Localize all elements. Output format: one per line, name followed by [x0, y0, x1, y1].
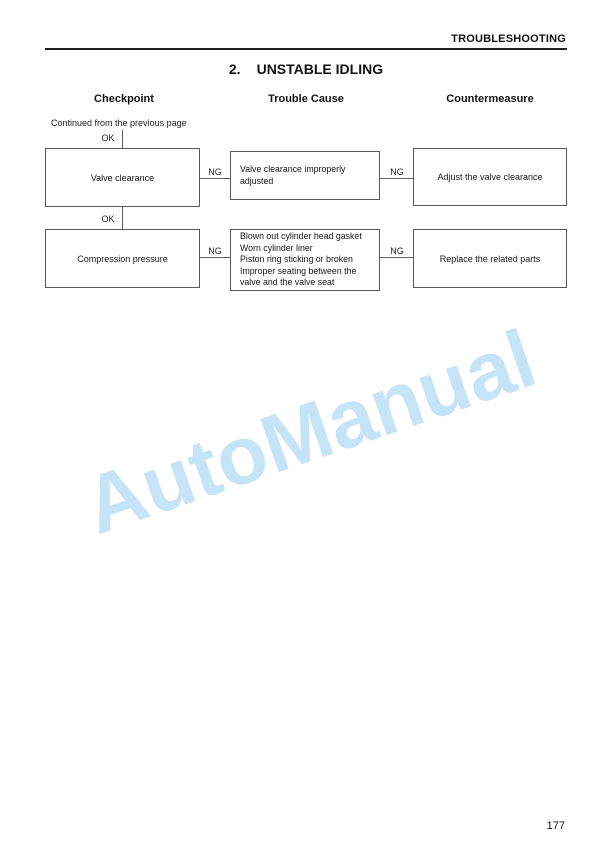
- ng-label-2: NG: [390, 167, 404, 177]
- countermeasure-box-replace-parts: Replace the related parts: [413, 229, 567, 288]
- column-header-trouble-cause: Trouble Cause: [268, 93, 344, 105]
- checkpoint-box-compression-pressure: Compression pressure: [45, 229, 200, 288]
- column-header-countermeasure: Countermeasure: [446, 93, 534, 105]
- continued-note: Continued from the previous page: [51, 118, 187, 128]
- section-title: 2. UNSTABLE IDLING: [0, 61, 612, 77]
- checkpoint-box-valve-clearance: Valve clearance: [45, 148, 200, 207]
- ng-label-3: NG: [208, 246, 222, 256]
- countermeasure-box-adjust-valve: Adjust the valve clearance: [413, 148, 567, 206]
- ok-label-1: OK: [101, 133, 115, 143]
- column-header-checkpoint: Checkpoint: [94, 93, 154, 105]
- ng-label-1: NG: [208, 167, 222, 177]
- connector-ok: [122, 207, 123, 229]
- connector-ng-2: [380, 178, 413, 179]
- connector-ng-4: [380, 257, 413, 258]
- section-title-text: UNSTABLE IDLING: [256, 61, 384, 77]
- trouble-cause-box-compression: Blown out cylinder head gasket Worn cyli…: [230, 229, 380, 291]
- ng-label-4: NG: [390, 246, 404, 256]
- watermark: AutoManual: [73, 313, 547, 552]
- page-header: TROUBLESHOOTING: [451, 33, 566, 45]
- connector-ng-1: [200, 178, 230, 179]
- header-rule: [45, 48, 567, 50]
- section-number: 2.: [228, 61, 241, 77]
- ok-label-2: OK: [101, 214, 115, 224]
- page-number: 177: [546, 820, 565, 832]
- connector-entry: [122, 130, 123, 149]
- trouble-cause-box-valve-clearance: Valve clearance improperly adjusted: [230, 151, 380, 200]
- connector-ng-3: [200, 257, 230, 258]
